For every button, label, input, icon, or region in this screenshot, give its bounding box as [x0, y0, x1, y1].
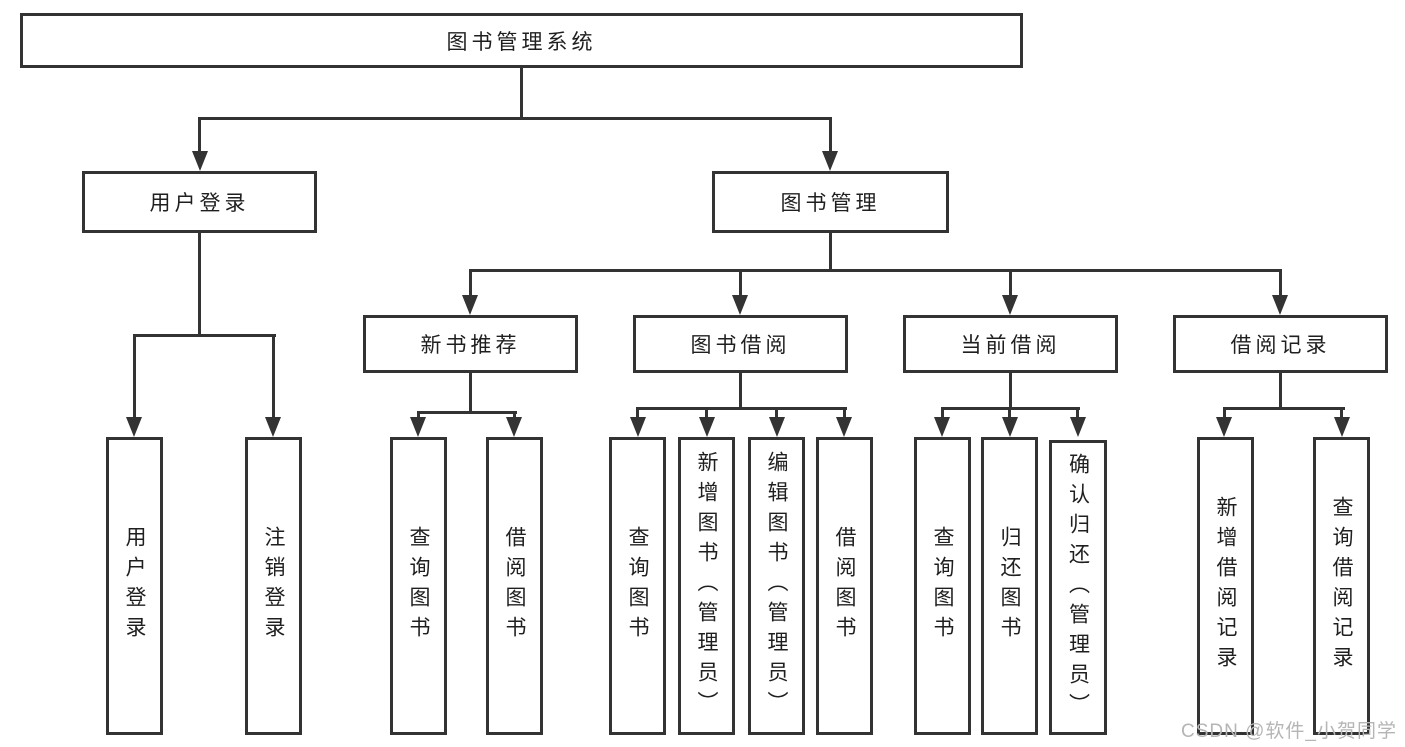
arrowhead-down-icon [732, 295, 748, 315]
node-book-borrowing: 图书借阅 [633, 315, 848, 373]
arrowhead-down-icon [506, 417, 522, 437]
node-label: 查询借阅记录 [1330, 496, 1353, 676]
arrowhead-down-icon [1216, 417, 1232, 437]
arrowhead-down-icon [462, 295, 478, 315]
node-label: 归还图书 [998, 526, 1021, 646]
arrowhead-down-icon [265, 417, 281, 437]
connector-line [829, 117, 832, 155]
node-current-borrowing: 当前借阅 [903, 315, 1118, 373]
connector-line [1279, 373, 1282, 408]
node-new-book-recommendation: 新书推荐 [363, 315, 578, 373]
node-library-management-system: 图书管理系统 [20, 13, 1023, 68]
connector-line [1223, 407, 1345, 410]
node-label: 图书借阅 [690, 334, 791, 357]
node-label: 确认归还（管理员） [1066, 452, 1090, 723]
leaf-query-books: 查询图书 [390, 437, 447, 735]
connector-line [636, 407, 639, 419]
node-label: 新增图书（管理员） [695, 451, 718, 721]
node-label: 新增借阅记录 [1214, 496, 1237, 676]
leaf-add-borrow-record: 新增借阅记录 [1197, 437, 1254, 735]
connector-line [941, 407, 944, 419]
connector-line [520, 68, 523, 118]
connector-line [1009, 269, 1012, 297]
connector-line [1076, 407, 1079, 419]
node-label: 图书管理 [780, 192, 881, 215]
arrowhead-down-icon [836, 417, 852, 437]
connector-line [739, 373, 742, 408]
connector-line [775, 407, 778, 419]
leaf-query-books: 查询图书 [609, 437, 666, 735]
node-label: 编辑图书（管理员） [765, 451, 788, 721]
arrowhead-down-icon [1334, 417, 1350, 437]
leaf-confirm-return-admin: 确认归还（管理员） [1049, 440, 1107, 735]
connector-line [469, 269, 472, 297]
connector-line [272, 334, 275, 419]
leaf-borrow-books: 借阅图书 [816, 437, 873, 735]
connector-line [469, 373, 472, 412]
node-label: 查询图书 [931, 526, 954, 646]
node-label: 新书推荐 [420, 334, 521, 357]
leaf-query-books: 查询图书 [914, 437, 971, 735]
node-label: 查询图书 [407, 526, 430, 646]
leaf-logout: 注销登录 [245, 437, 302, 735]
connector-line [829, 233, 832, 270]
arrowhead-down-icon [410, 417, 426, 437]
node-label: 用户登录 [149, 192, 250, 215]
arrowhead-down-icon [192, 151, 208, 171]
connector-line [417, 411, 517, 414]
connector-line [636, 407, 847, 410]
connector-line [705, 407, 708, 419]
arrowhead-down-icon [126, 417, 142, 437]
node-label: 查询图书 [626, 526, 649, 646]
node-label: 用户登录 [123, 526, 146, 646]
arrowhead-down-icon [1272, 295, 1288, 315]
node-book-management: 图书管理 [712, 171, 949, 233]
connector-line [469, 269, 1282, 272]
arrowhead-down-icon [769, 417, 785, 437]
node-user-login: 用户登录 [82, 171, 317, 233]
connector-line [198, 117, 201, 155]
leaf-edit-book-admin: 编辑图书（管理员） [748, 437, 805, 735]
connector-line [739, 269, 742, 297]
connector-line [1008, 407, 1011, 419]
leaf-query-borrow-record: 查询借阅记录 [1313, 437, 1370, 735]
connector-line [1340, 407, 1343, 419]
leaf-borrow-books: 借阅图书 [486, 437, 543, 735]
node-label: 注销登录 [262, 526, 285, 646]
connector-line [1279, 269, 1282, 297]
node-label: 借阅图书 [833, 526, 856, 646]
arrowhead-down-icon [1002, 295, 1018, 315]
arrowhead-down-icon [699, 417, 715, 437]
connector-line [843, 407, 846, 419]
arrowhead-down-icon [822, 151, 838, 171]
connector-line [513, 411, 516, 419]
node-label: 图书管理系统 [446, 30, 597, 54]
leaf-add-book-admin: 新增图书（管理员） [678, 437, 735, 735]
connector-line [133, 334, 276, 337]
connector-line [1223, 407, 1226, 419]
connector-line [133, 334, 136, 419]
leaf-user-login: 用户登录 [106, 437, 163, 735]
connector-line [417, 411, 420, 419]
node-label: 当前借阅 [960, 334, 1061, 357]
leaf-return-book: 归还图书 [981, 437, 1038, 735]
node-label: 借阅记录 [1230, 334, 1331, 357]
csdn-watermark: CSDN @软件_小贺同学 [1181, 721, 1397, 742]
connector-line [1009, 373, 1012, 408]
connector-line [198, 117, 832, 120]
arrowhead-down-icon [1070, 417, 1086, 437]
node-label: 借阅图书 [503, 526, 526, 646]
node-borrowing-records: 借阅记录 [1173, 315, 1388, 373]
arrowhead-down-icon [934, 417, 950, 437]
connector-line [198, 233, 201, 335]
arrowhead-down-icon [630, 417, 646, 437]
arrowhead-down-icon [1002, 417, 1018, 437]
